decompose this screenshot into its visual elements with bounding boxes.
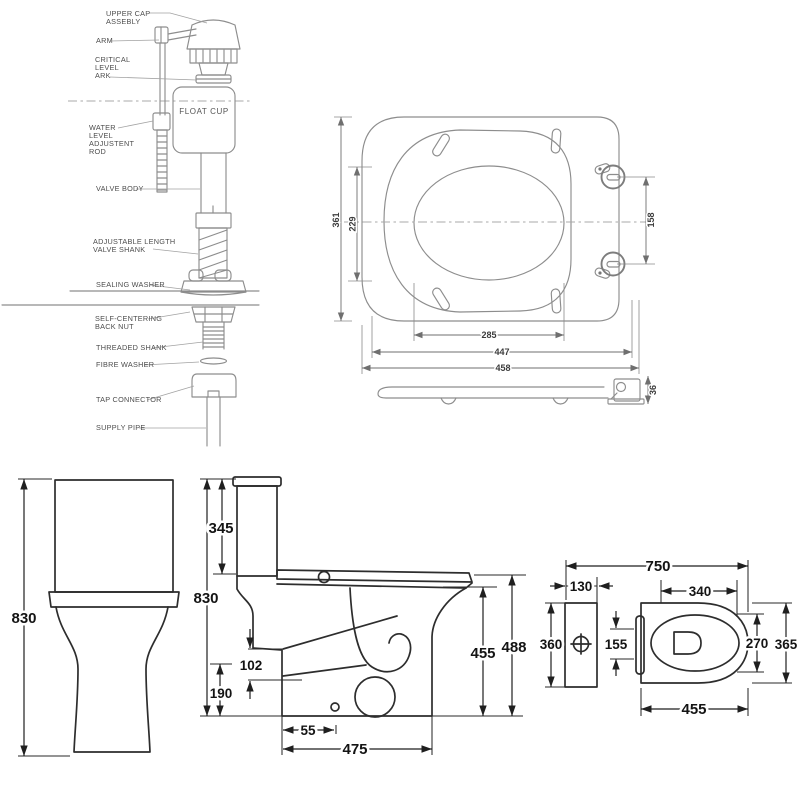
dim-hinge-centres: 158	[646, 212, 656, 227]
lid-outline	[383, 129, 572, 313]
critical-level-label-3: ARK	[95, 71, 111, 80]
dim-rim-height: 455	[470, 645, 495, 662]
hinge-bar-plan	[635, 615, 645, 675]
pedestal-front	[55, 606, 169, 753]
seat-top-view: 361 229 158 285 447 458	[330, 116, 658, 375]
leader-lines	[109, 12, 208, 429]
float-cup-drawing	[172, 86, 236, 154]
cistern-plan	[564, 602, 598, 688]
self-centering-label-2: BACK NUT	[95, 322, 134, 331]
dim-seat-thickness: 36	[648, 385, 658, 395]
water-level-label-2: LEVEL	[89, 131, 113, 140]
dim-bowl-width: 270	[746, 636, 769, 651]
upper-cap-assembly-drawing	[186, 19, 241, 84]
pan-side-profile	[236, 575, 473, 718]
side-dimension-lines	[200, 478, 526, 755]
dim-side-height: 830	[193, 590, 218, 607]
supply-pipe-label: SUPPLY PIPE	[96, 423, 146, 432]
arm-label: ARM	[96, 36, 113, 45]
fibre-washer-label: FIBRE WASHER	[96, 360, 154, 369]
dim-overall-depth: 750	[645, 558, 670, 575]
seat-hinge-bolt	[317, 570, 331, 584]
valve-body-drawing	[195, 152, 232, 229]
threaded-shank-drawing	[202, 321, 225, 350]
dim-front-height: 830	[11, 610, 36, 627]
seat-ring-opening	[413, 165, 565, 281]
dim-ring-width: 447	[494, 347, 509, 357]
seat-plan-outline	[640, 602, 749, 684]
opening-plan	[673, 631, 702, 655]
float-cup-label: FLOAT CUP	[179, 107, 229, 116]
wc-front-view: 830	[9, 478, 180, 757]
self-centering-label-1: SELF-CENTERING	[95, 314, 162, 323]
seat-side-profile	[276, 569, 473, 583]
dim-front-setback: 55	[300, 723, 316, 738]
part-labels: UPPER CAP ASSEBLY ARM CRITICAL LEVEL ARK…	[89, 9, 175, 432]
sealing-washer-label: SEALING WASHER	[96, 280, 165, 289]
tank-wall-lines	[1, 290, 260, 306]
dim-trap-offset: 102	[240, 658, 263, 673]
water-level-label-3: ADJUSTENT	[89, 139, 135, 148]
dim-cistern-depth: 130	[570, 579, 593, 594]
back-nut-drawing	[191, 306, 236, 323]
water-level-label-4: ROD	[89, 147, 106, 156]
supply-pipe-drawing	[206, 396, 221, 447]
dim-seat-length: 455	[681, 701, 706, 718]
dim-seat-height: 488	[501, 639, 526, 656]
dim-pan-width: 365	[775, 637, 798, 652]
fixing-crosshair	[570, 633, 592, 655]
dim-base-depth: 475	[342, 741, 367, 758]
wc-plan-view: 750 130 340 360 155 270 365 455	[537, 556, 800, 721]
tap-connector-label: TAP CONNECTOR	[96, 395, 162, 404]
hinges	[594, 163, 626, 279]
critical-level-label-2: LEVEL	[95, 63, 119, 72]
ring-plan	[650, 614, 740, 672]
dim-cistern-width: 360	[540, 637, 563, 652]
fill-valve-diagram: FLOAT CUP	[1, 9, 260, 447]
threaded-shank-label: THREADED SHANK	[96, 343, 167, 352]
front-dimension-lines	[18, 478, 70, 757]
plan-dimension-lines	[545, 560, 792, 716]
adjustable-length-label-1: ADJUSTABLE LENGTH	[93, 237, 175, 246]
fibre-washer-drawing	[199, 357, 228, 365]
wc-side-view: 830 345 102 190 55 475 455 488	[191, 476, 529, 761]
cistern-side	[232, 476, 282, 577]
tap-connector-drawing	[191, 373, 237, 398]
dim-opening-width: 285	[481, 330, 496, 340]
valve-shank-drawing	[198, 227, 228, 279]
seat-side-view: 36	[377, 376, 660, 405]
water-level-label-1: WATER	[89, 123, 116, 132]
sealing-washer-drawing	[180, 269, 247, 296]
seat-outline	[361, 116, 620, 322]
dim-ring-depth: 229	[348, 216, 358, 231]
upper-cap-label-2: ASSEBLY	[106, 17, 140, 26]
adjustable-length-label-2: VALVE SHANK	[93, 245, 145, 254]
seat-front	[48, 591, 180, 608]
bumpers	[432, 128, 562, 314]
dim-seat-width: 458	[495, 363, 510, 373]
dim-opening-length: 340	[689, 584, 712, 599]
dim-seat-depth: 361	[331, 212, 341, 227]
dim-hinge-gap: 155	[605, 637, 628, 652]
valve-body-label: VALVE BODY	[96, 184, 144, 193]
cistern-front	[54, 479, 174, 593]
upper-cap-label-1: UPPER CAP	[106, 9, 150, 18]
dim-cistern-height: 345	[208, 520, 233, 537]
seat-profile	[377, 378, 645, 405]
seat-dimension-lines	[334, 116, 655, 374]
critical-level-label-1: CRITICAL	[95, 55, 130, 64]
dim-outlet-height: 190	[210, 686, 233, 701]
